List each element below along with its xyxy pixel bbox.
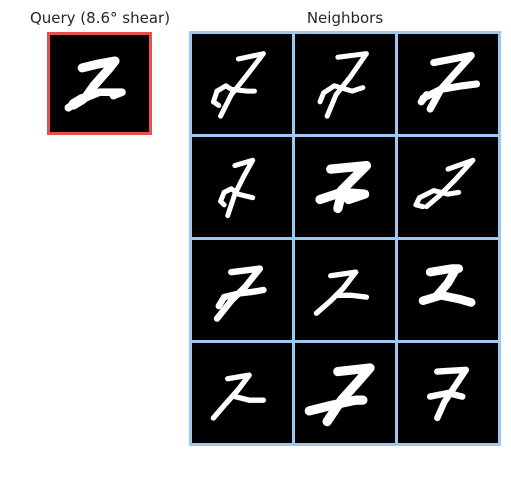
- neighbors-grid: [189, 31, 501, 446]
- neighbor-digit-seven: [210, 51, 266, 119]
- query-digit-seven: [64, 56, 126, 112]
- neighbor-image: [398, 137, 498, 237]
- neighbor-image: [398, 343, 498, 443]
- neighbor-digit-seven: [426, 366, 470, 422]
- neighbor-image: [295, 34, 395, 134]
- neighbor-digit-seven: [413, 157, 476, 210]
- neighbor-image: [192, 137, 292, 237]
- neighbor-digit-seven: [210, 372, 267, 421]
- neighbor-image: [398, 240, 498, 340]
- neighbor-image: [295, 137, 395, 237]
- neighbor-digit-seven: [317, 51, 369, 119]
- query-title: Query (8.6° shear): [29, 9, 171, 27]
- neighbors-title: Neighbors: [306, 9, 384, 27]
- neighbor-digit-seven: [313, 269, 370, 316]
- neighbor-image: [295, 343, 395, 443]
- query-image: [47, 32, 152, 135]
- neighbor-digit-seven: [304, 363, 375, 427]
- neighbor-digit-seven: [315, 160, 372, 214]
- neighbor-image: [295, 240, 395, 340]
- neighbor-image: [192, 34, 292, 134]
- neighbor-image: [192, 240, 292, 340]
- neighbor-digit-seven: [213, 265, 267, 322]
- neighbor-digit-seven: [417, 51, 481, 113]
- neighbor-image: [398, 34, 498, 134]
- neighbor-digit-seven: [418, 264, 476, 307]
- neighbor-image: [192, 343, 292, 443]
- neighbor-digit-seven: [218, 157, 256, 219]
